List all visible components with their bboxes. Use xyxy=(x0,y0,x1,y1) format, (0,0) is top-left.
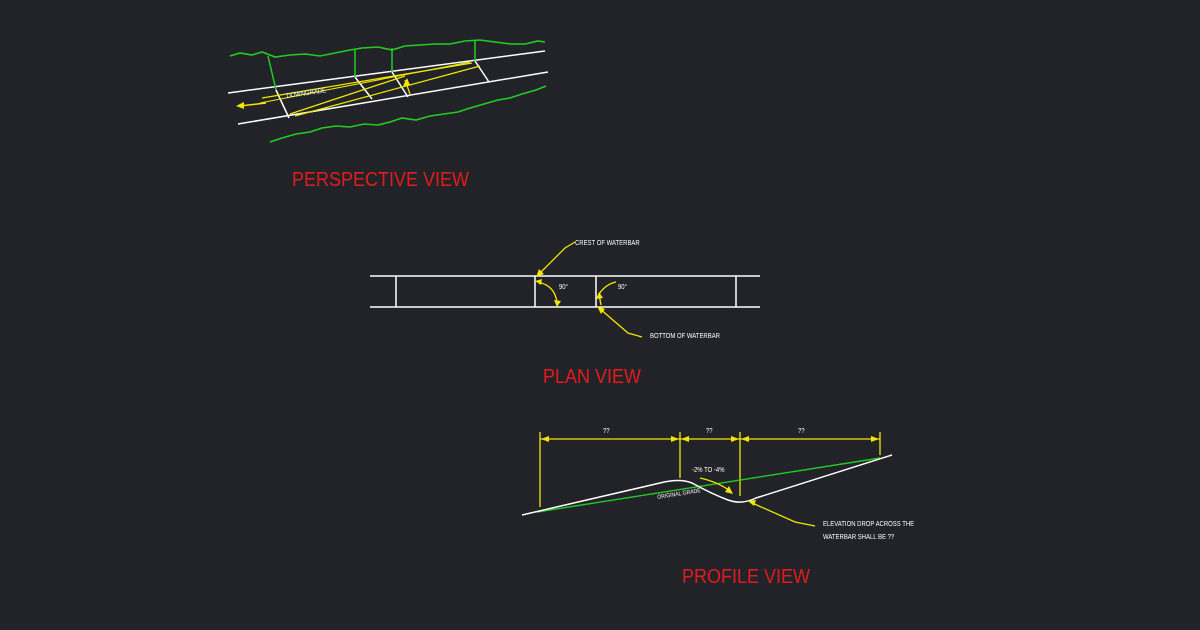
profile-dim-arrow-6 xyxy=(871,436,879,442)
profile-dim-arrow-2 xyxy=(671,436,679,442)
profile-view-title: PROFILE VIEW xyxy=(682,566,811,588)
perspective-downgrade-arrow-head xyxy=(236,102,244,109)
perspective-view-title: PERSPECTIVE VIEW xyxy=(292,169,470,191)
plan-angle-right-label: 90° xyxy=(618,284,628,291)
profile-view xyxy=(521,432,893,527)
perspective-crest-arrow-head xyxy=(403,78,410,86)
perspective-downgrade-arrow-line xyxy=(239,102,267,107)
plan-angle-left-label: 90° xyxy=(559,284,569,291)
plan-view-title: PLAN VIEW xyxy=(543,366,642,388)
perspective-waterbar-line-4 xyxy=(259,61,471,104)
plan-angle-arc-left-head-1 xyxy=(535,279,542,285)
profile-slope-label: -2% TO -4% xyxy=(692,467,725,474)
profile-dimension-3-label: ?? xyxy=(798,428,805,435)
profile-elevation-note-line2: WATERBAR SHALL BE ?? xyxy=(823,534,895,541)
profile-slope-arrow-head xyxy=(725,486,733,494)
profile-original-grade-line xyxy=(536,457,881,513)
perspective-waterbar-line-3 xyxy=(294,65,481,117)
profile-dimension-1-label: ?? xyxy=(603,428,610,435)
plan-crest-leader-head xyxy=(536,269,544,277)
perspective-upper-ground-line xyxy=(229,39,546,58)
perspective-lower-ground-line xyxy=(269,85,547,143)
plan-angle-arc-left xyxy=(537,281,558,305)
perspective-view xyxy=(227,39,549,143)
perspective-road-upper-edge xyxy=(227,50,546,94)
plan-bottom-leader-head xyxy=(597,306,605,314)
plan-crest-label: CREST OF WATERBAR xyxy=(575,240,640,247)
plan-crest-leader xyxy=(537,241,576,276)
perspective-road-lower-edge xyxy=(237,71,549,125)
perspective-cross-line-4 xyxy=(474,60,490,83)
profile-dim-arrow-4 xyxy=(731,436,739,442)
perspective-post-1 xyxy=(267,55,277,91)
plan-angle-arc-right-head xyxy=(596,292,603,299)
profile-dim-arrow-5 xyxy=(741,436,749,442)
profile-elevation-leader-head xyxy=(748,500,756,506)
plan-bottom-label: BOTTOM OF WATERBAR xyxy=(650,333,720,340)
plan-bottom-leader xyxy=(598,307,643,338)
profile-finished-grade-line xyxy=(521,454,893,516)
perspective-waterbar-line-2 xyxy=(289,75,406,115)
profile-elevation-leader xyxy=(749,501,816,527)
plan-angle-arc-left-head-2 xyxy=(554,300,561,307)
profile-dim-arrow-3 xyxy=(681,436,689,442)
plan-angle-arc-right xyxy=(598,281,617,295)
plan-view xyxy=(370,241,760,338)
profile-dim-arrow-1 xyxy=(541,436,549,442)
profile-dimension-2-label: ?? xyxy=(706,428,713,435)
profile-elevation-note-line1: ELEVATION DROP ACROSS THE xyxy=(823,521,915,528)
